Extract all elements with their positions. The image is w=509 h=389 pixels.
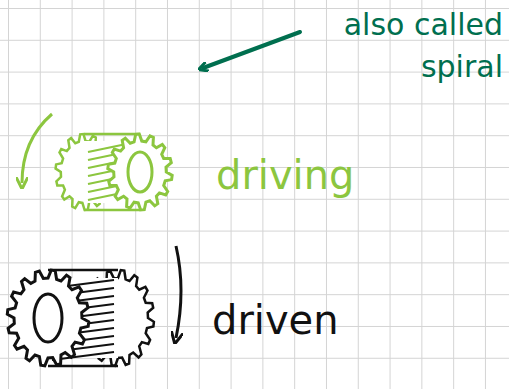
gear-front-face [7, 270, 88, 366]
gear-hole [34, 294, 62, 342]
gear-label: driving [216, 150, 436, 200]
gear-edge [84, 133, 140, 136]
pointer-arrow [203, 32, 300, 68]
gear-label: driven [212, 295, 432, 345]
rotation-arrow [22, 114, 52, 183]
gear-hole [128, 152, 152, 192]
gear-edge [48, 269, 118, 272]
helical-gears [7, 134, 172, 366]
gear-front-face [108, 134, 172, 210]
rotation-arrow [176, 246, 181, 338]
note-label: also called spiral [298, 4, 503, 88]
gear-edge [84, 209, 140, 212]
